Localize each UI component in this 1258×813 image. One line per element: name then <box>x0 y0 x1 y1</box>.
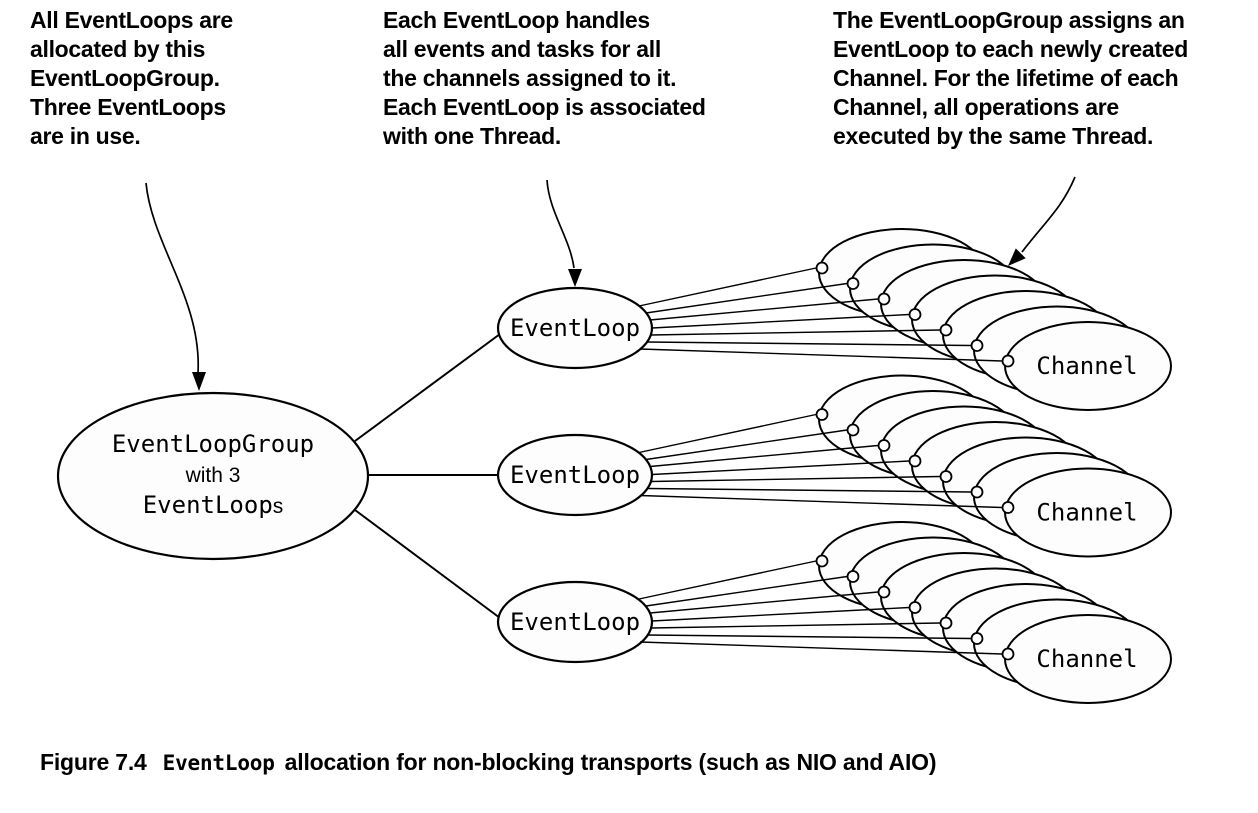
arrowhead-icon <box>568 269 582 287</box>
eventloop-node-2 <box>496 433 654 517</box>
pointer-arrow-curve <box>546 179 575 269</box>
pointer-arrow-curve <box>1021 176 1076 253</box>
annotation-eventloop: Each EventLoop handles all events and ta… <box>383 7 706 149</box>
pointer-arrow-to-channel-stack <box>1008 176 1076 266</box>
eventloop-label-2: EventLoop <box>510 461 640 489</box>
eventloop-ellipse <box>496 433 654 517</box>
arrowhead-icon <box>192 372 206 391</box>
eventloop-label-3: EventLoop <box>510 608 640 636</box>
group-eventloop-link-3 <box>354 509 501 619</box>
figure-caption-text: allocation for non-blocking transports (… <box>284 749 937 775</box>
eventloopgroup-label-line3: EventLoops <box>143 491 284 519</box>
eventloopgroup-label-line1: EventLoopGroup <box>112 430 314 458</box>
annotation-channel: The EventLoopGroup assigns an EventLoop … <box>833 7 1188 149</box>
pointer-arrow-to-eventloop <box>546 179 582 287</box>
eventloopgroup-label-line2: with 3 <box>185 464 241 487</box>
channel-label-1: Channel <box>1036 352 1137 380</box>
eventloopgroup-node: EventLoopGroup with 3 EventLoops <box>56 391 370 561</box>
eventloop-node-3 <box>496 580 654 664</box>
eventloop-ellipse <box>496 580 654 664</box>
pointer-arrow-to-eventloopgroup <box>145 182 206 391</box>
channel-label-2: Channel <box>1036 499 1137 527</box>
figure-caption: Figure 7.4 EventLoop allocation for non-bl… <box>40 749 937 776</box>
figure-caption-number: Figure 7.4 <box>40 749 147 775</box>
pointer-arrow-curve <box>145 182 199 374</box>
eventloop-label-1: EventLoop <box>510 314 640 342</box>
annotation-eventloopgroup: All EventLoops are allocated by this Eve… <box>30 7 233 149</box>
channel-label-3: Channel <box>1036 645 1137 673</box>
figure-caption-code: EventLoop <box>162 751 275 775</box>
group-eventloop-link-1 <box>354 333 501 442</box>
eventloopgroup-ellipse <box>56 391 370 561</box>
arrowhead-icon <box>1008 248 1026 266</box>
